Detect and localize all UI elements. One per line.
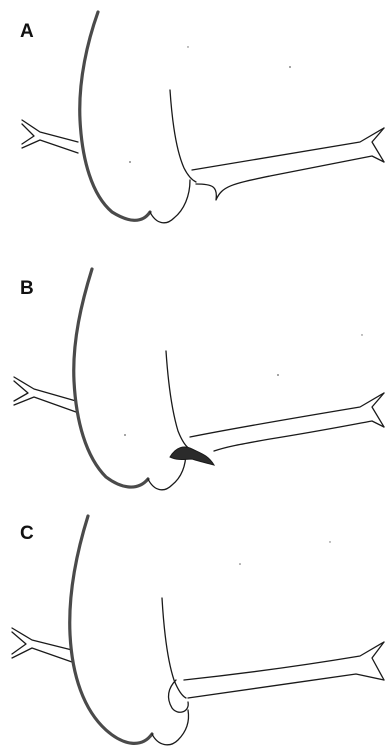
organ-outline	[74, 269, 148, 487]
panel-c: C	[0, 502, 388, 753]
right-vessel-upper	[192, 128, 384, 170]
panel-a: A	[0, 0, 388, 251]
right-vessel-lower	[214, 421, 384, 451]
panel-c-drawing	[0, 502, 388, 753]
left-vessel-branch-lower	[12, 648, 72, 662]
organ-inner-edge	[166, 351, 190, 449]
speck	[289, 66, 291, 68]
panel-b: B	[0, 251, 388, 502]
panel-a-drawing	[0, 0, 388, 251]
speck	[187, 46, 188, 47]
left-vessel-branch-lower	[14, 397, 76, 412]
right-vessel-upper	[190, 393, 384, 437]
herniation-mass	[170, 447, 214, 465]
left-vessel-branch-lower	[22, 140, 78, 153]
residual-bulge	[169, 680, 189, 712]
organ-bottom-contour	[152, 710, 189, 745]
panel-label-a: A	[20, 22, 34, 41]
panel-label-c: C	[20, 524, 34, 543]
speck	[329, 541, 330, 542]
speck	[129, 161, 131, 163]
organ-inner-edge	[170, 90, 196, 182]
speck	[361, 334, 362, 335]
organ-outline	[80, 12, 150, 220]
speck	[277, 374, 279, 376]
panel-b-drawing	[0, 251, 388, 502]
right-vessel-lower	[196, 156, 384, 200]
speck	[239, 563, 241, 565]
speck	[124, 434, 126, 436]
right-vessel-lower	[188, 674, 384, 698]
organ-bottom-contour	[150, 180, 190, 223]
panel-label-b: B	[20, 279, 34, 298]
organ-outline	[70, 516, 152, 743]
